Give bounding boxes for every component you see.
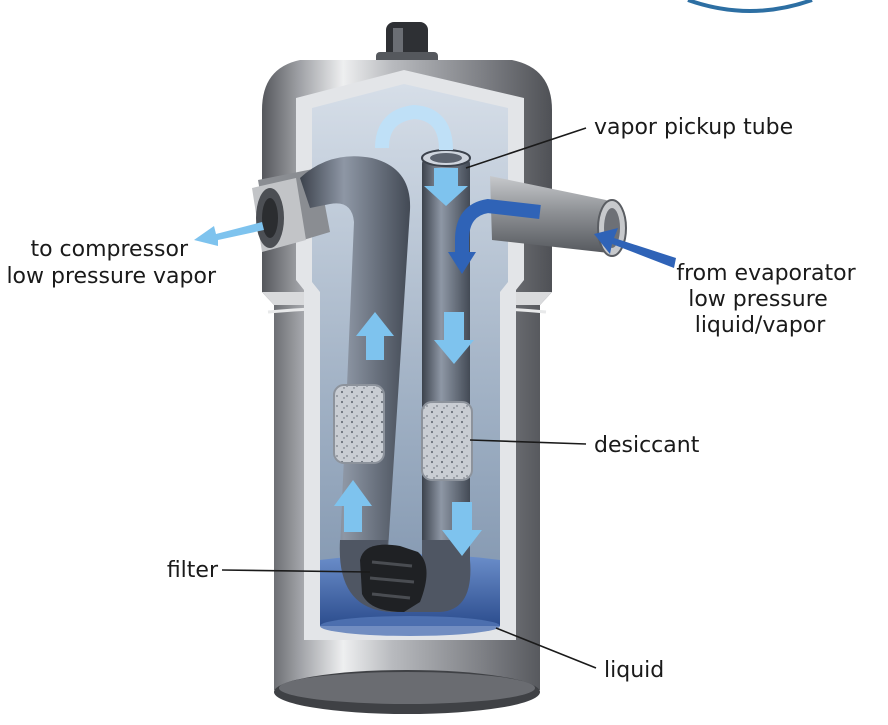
up-arrow-upper	[356, 312, 394, 360]
label-liquid-vapor: liquid/vapor	[695, 313, 827, 338]
labels: vapor pickup tube to compressor low pres…	[6, 115, 856, 683]
down-arrow-middle	[434, 312, 474, 364]
logo-ring	[687, 0, 813, 13]
leader-lines	[221, 127, 597, 669]
vapor-pickup-arrow	[375, 104, 453, 151]
label-filter: filter	[167, 558, 219, 583]
flow-arrows	[194, 104, 676, 556]
label-desiccant: desiccant	[594, 433, 700, 458]
label-liquid: liquid	[604, 658, 664, 683]
inlet-swirl-arrow	[455, 198, 541, 258]
down-arrow-lower	[442, 502, 482, 556]
vapor-outlet-tube	[300, 156, 411, 550]
inlet-arrow	[594, 228, 676, 268]
label-vapor-pickup-tube: vapor pickup tube	[594, 115, 793, 140]
top-fitting	[376, 22, 438, 66]
label-low-pressure-vapor: low pressure vapor	[6, 264, 217, 289]
filter-assembly	[339, 540, 471, 612]
desiccant-bag-left	[333, 384, 385, 464]
outlet-arrow	[194, 222, 264, 246]
desiccant-bag-right	[421, 401, 473, 481]
label-low-pressure: low pressure	[688, 287, 828, 312]
label-from-evaporator: from evaporator	[676, 261, 856, 286]
up-arrow-lower	[334, 480, 372, 532]
label-to-compressor: to compressor	[30, 237, 189, 262]
down-arrow-top	[424, 168, 468, 206]
